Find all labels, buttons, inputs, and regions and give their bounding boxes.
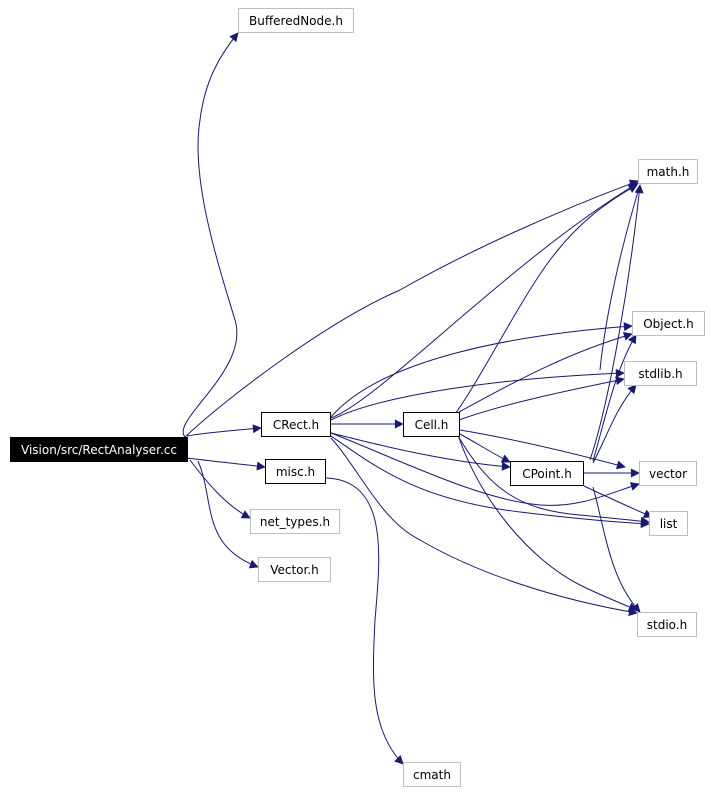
node-rectanalyser[interactable]: Vision/src/RectAnalyser.cc (10, 437, 188, 462)
edge-cell-math (454, 184, 638, 415)
edge-cpoint-stdio (592, 486, 641, 613)
edges (182, 32, 653, 765)
node-cell[interactable]: Cell.h (403, 412, 460, 437)
edge-crect-cpoint (330, 432, 511, 471)
node-stdio[interactable]: stdio.h (637, 612, 697, 637)
edge-root-misc (186, 457, 266, 471)
node-vectorh[interactable]: Vector.h (258, 557, 331, 582)
edge-math-object-link (599, 184, 641, 371)
edge-crect-stdio (330, 437, 638, 617)
edge-cell-stdio (457, 434, 638, 612)
edge-root-nettypes (189, 459, 251, 519)
node-math[interactable]: math.h (638, 159, 698, 184)
node-list[interactable]: list (649, 511, 688, 536)
edge-cell-object (458, 331, 633, 413)
node-object[interactable]: Object.h (632, 311, 705, 336)
node-cmath[interactable]: cmath (403, 762, 461, 787)
edge-cell-stdlib (458, 376, 625, 421)
edge-root-vectorh (197, 460, 259, 569)
edge-cpoint-math (589, 184, 644, 461)
edge-root-crect (186, 424, 262, 437)
edge-cell-cpoint (459, 433, 511, 463)
edge-cpoint-object (592, 334, 637, 462)
edge-crect-math (330, 182, 639, 419)
edge-cpoint-stdlib (592, 384, 637, 464)
edge-cell-vector (459, 429, 626, 470)
edge-root-math (184, 179, 639, 438)
edge-crect-list (330, 435, 650, 529)
node-cpoint[interactable]: CPoint.h (510, 461, 584, 486)
edge-crect-stdlib (330, 368, 625, 421)
edge-root-buffered (182, 32, 239, 438)
edge-cpoint-list (583, 485, 653, 518)
edge-misc-cmath (325, 477, 404, 765)
node-bufferednode[interactable]: BufferedNode.h (238, 8, 354, 33)
node-crect[interactable]: CRect.h (261, 412, 331, 437)
edge-crect-object (330, 322, 633, 418)
edge-cell-list (457, 435, 650, 526)
node-nettypes[interactable]: net_types.h (250, 509, 340, 534)
node-vector[interactable]: vector (639, 461, 697, 486)
node-misc[interactable]: misc.h (265, 459, 326, 484)
node-stdlib[interactable]: stdlib.h (624, 361, 697, 386)
